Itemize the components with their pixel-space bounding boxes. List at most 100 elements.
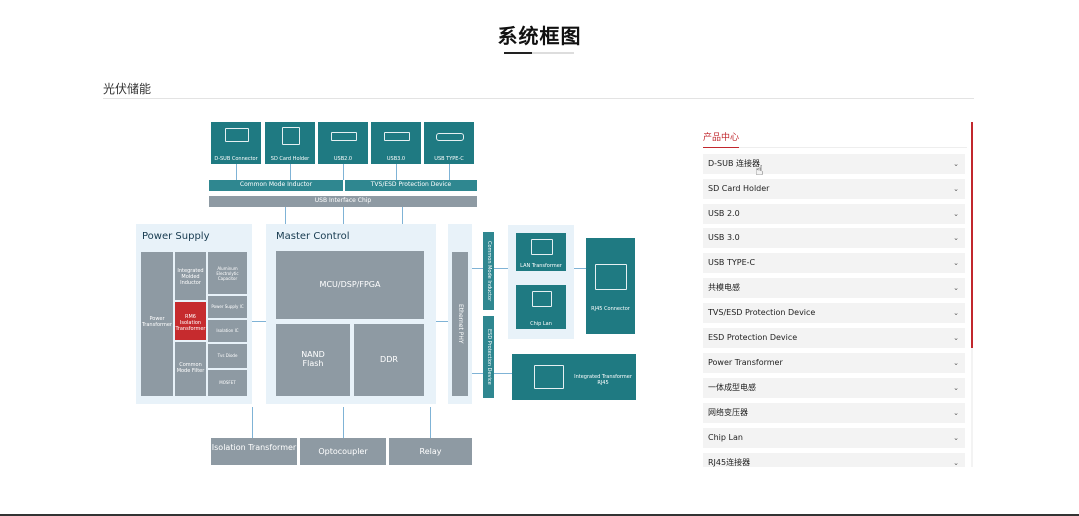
- page-title: 系统框图: [497, 24, 582, 48]
- arrow: [449, 164, 450, 180]
- tvs-diode-block: Tvs Diode: [208, 344, 247, 368]
- sidebar-item-network-transformer[interactable]: 网络变压器 ⌄: [703, 403, 965, 423]
- chevron-down-icon: ⌄: [953, 160, 959, 168]
- lan-transformer-block: LAN Transformer: [516, 233, 566, 271]
- lan-panel: LAN Transformer Chip Lan: [508, 225, 574, 339]
- isolation-transformer-block: Isolation Transformer: [211, 438, 297, 465]
- rj45-icon: [534, 365, 564, 389]
- mcu-dsp-fpga-block: MCU/DSP/FPGA: [276, 251, 424, 319]
- chevron-down-icon: ⌄: [953, 434, 959, 442]
- power-transformer-block: Power Transformer: [141, 252, 173, 396]
- connector-label: USB TYPE-C: [434, 156, 464, 162]
- connector-sd-card: SD Card Holder: [265, 122, 315, 164]
- sidebar-item-chip-lan[interactable]: Chip Lan ⌄: [703, 428, 965, 448]
- rj45-connector-block: RJ45 Connector: [586, 238, 635, 334]
- sidebar-item-power-transformer[interactable]: Power Transformer ⌄: [703, 353, 965, 373]
- section-label: 光伏储能: [103, 82, 152, 96]
- sidebar-item-label: Chip Lan: [708, 433, 743, 442]
- connector-label: USB3.0: [386, 156, 406, 162]
- sidebar-item-label: 一体成型电感: [708, 383, 756, 392]
- title-underline: [504, 52, 574, 54]
- arrow: [472, 268, 483, 269]
- arrow: [290, 164, 291, 180]
- connector-usb2: USB2.0: [318, 122, 368, 164]
- chevron-down-icon: ⌄: [953, 234, 959, 242]
- common-mode-inductor-vertical: Common Mode Inductor: [483, 232, 494, 310]
- chevron-down-icon: ⌄: [953, 384, 959, 392]
- ddr-block: DDR: [354, 324, 424, 396]
- sidebar-item-dsub[interactable]: D-SUB 连接器 ⌄: [703, 154, 965, 174]
- chevron-down-icon: ⌄: [953, 259, 959, 267]
- master-control-title: Master Control: [276, 231, 350, 242]
- connector-label: USB2.0: [333, 156, 353, 162]
- isolation-ic-block: Isolation IC: [208, 320, 247, 342]
- arrow: [252, 321, 266, 322]
- arrow: [436, 321, 448, 322]
- sidebar-item-common-mode-inductor[interactable]: 共模电感 ⌄: [703, 278, 965, 298]
- sidebar-header: 产品中心: [703, 133, 740, 143]
- chevron-down-icon: ⌄: [953, 334, 959, 342]
- lan-transformer-label: LAN Transformer: [520, 263, 562, 269]
- chevron-down-icon: ⌄: [953, 459, 959, 467]
- sidebar-item-rj45[interactable]: RJ45连接器 ⌄: [703, 453, 965, 467]
- arrow: [343, 407, 344, 438]
- chevron-down-icon: ⌄: [953, 359, 959, 367]
- sidebar-item-tvs-esd[interactable]: TVS/ESD Protection Device ⌄: [703, 303, 965, 323]
- chevron-down-icon: ⌄: [953, 409, 959, 417]
- sidebar-item-label: Power Transformer: [708, 358, 783, 367]
- product-sidebar: 产品中心 D-SUB 连接器 ⌄ SD Card Holder ⌄ USB 2.…: [703, 122, 973, 467]
- connector-label: SD Card Holder: [270, 156, 310, 162]
- sidebar-item-usb2[interactable]: USB 2.0 ⌄: [703, 204, 965, 224]
- aluminum-capacitor-block: Aluminum Electrolytic Capacitor: [208, 252, 247, 294]
- chevron-down-icon: ⌄: [953, 309, 959, 317]
- sidebar-item-molded-inductor[interactable]: 一体成型电感 ⌄: [703, 378, 965, 398]
- sidebar-item-usb3[interactable]: USB 3.0 ⌄: [703, 228, 965, 248]
- esd-protection-vertical: ESD Protection Device: [483, 316, 494, 398]
- common-mode-filter-block: Common Mode Filter: [175, 342, 206, 396]
- connector-label: D-SUB Connector: [214, 156, 258, 162]
- arrow: [252, 407, 253, 438]
- usb-icon: [384, 132, 410, 141]
- sidebar-scrollbar-thumb[interactable]: [971, 122, 973, 348]
- relay-block: Relay: [389, 438, 472, 465]
- sidebar-item-label: RJ45连接器: [708, 458, 751, 467]
- arrow: [396, 164, 397, 180]
- sidebar-item-label: TVS/ESD Protection Device: [708, 308, 816, 317]
- sidebar-item-label: D-SUB 连接器: [708, 159, 761, 168]
- rj45-connector-label: RJ45 Connector: [591, 306, 630, 312]
- chip-lan-label: Chip Lan: [530, 321, 552, 327]
- arrow: [472, 373, 483, 374]
- arrow: [285, 207, 286, 224]
- sidebar-item-usb-c[interactable]: USB TYPE-C ⌄: [703, 253, 965, 273]
- rj45-icon: [595, 264, 627, 290]
- sidebar-item-esd[interactable]: ESD Protection Device ⌄: [703, 328, 965, 348]
- power-supply-ic-block: Power Supply IC: [208, 296, 247, 318]
- sidebar-item-label: USB 3.0: [708, 233, 740, 242]
- usb-interface-chip: USB Interface Chip: [209, 196, 477, 207]
- power-supply-panel: Power Supply Power Transformer Integrate…: [136, 224, 252, 404]
- sidebar-header-divider: [703, 147, 967, 148]
- optocoupler-block: Optocoupler: [300, 438, 386, 465]
- tvs-esd-band: TVS/ESD Protection Device: [345, 180, 477, 191]
- sidebar-item-label: 网络变压器: [708, 408, 748, 417]
- rm6-isolation-transformer-block: RM6 Isolation Transformer: [175, 302, 206, 340]
- chevron-down-icon: ⌄: [953, 185, 959, 193]
- connector-dsub: D-SUB Connector: [211, 122, 261, 164]
- common-mode-inductor-band: Common Mode Inductor: [209, 180, 343, 191]
- footer-divider: [0, 514, 1079, 516]
- arrow: [430, 407, 431, 438]
- usb-icon: [331, 132, 357, 141]
- chip-lan-icon: [532, 291, 552, 307]
- power-supply-title: Power Supply: [142, 231, 210, 242]
- sidebar-item-label: USB TYPE-C: [708, 258, 756, 267]
- integrated-rj45-label: Integrated Transformer RJ45: [574, 374, 632, 386]
- sidebar-item-label: ESD Protection Device: [708, 333, 798, 342]
- ethernet-phy-block: Ethernet PHY: [452, 252, 468, 396]
- chevron-down-icon: ⌄: [953, 284, 959, 292]
- connector-usb-c: USB TYPE-C: [424, 122, 474, 164]
- ethernet-phy-panel: Ethernet PHY: [448, 224, 472, 404]
- sidebar-item-sd-card[interactable]: SD Card Holder ⌄: [703, 179, 965, 199]
- arrow: [402, 207, 403, 224]
- connector-usb3: USB3.0: [371, 122, 421, 164]
- section-divider: [103, 98, 974, 99]
